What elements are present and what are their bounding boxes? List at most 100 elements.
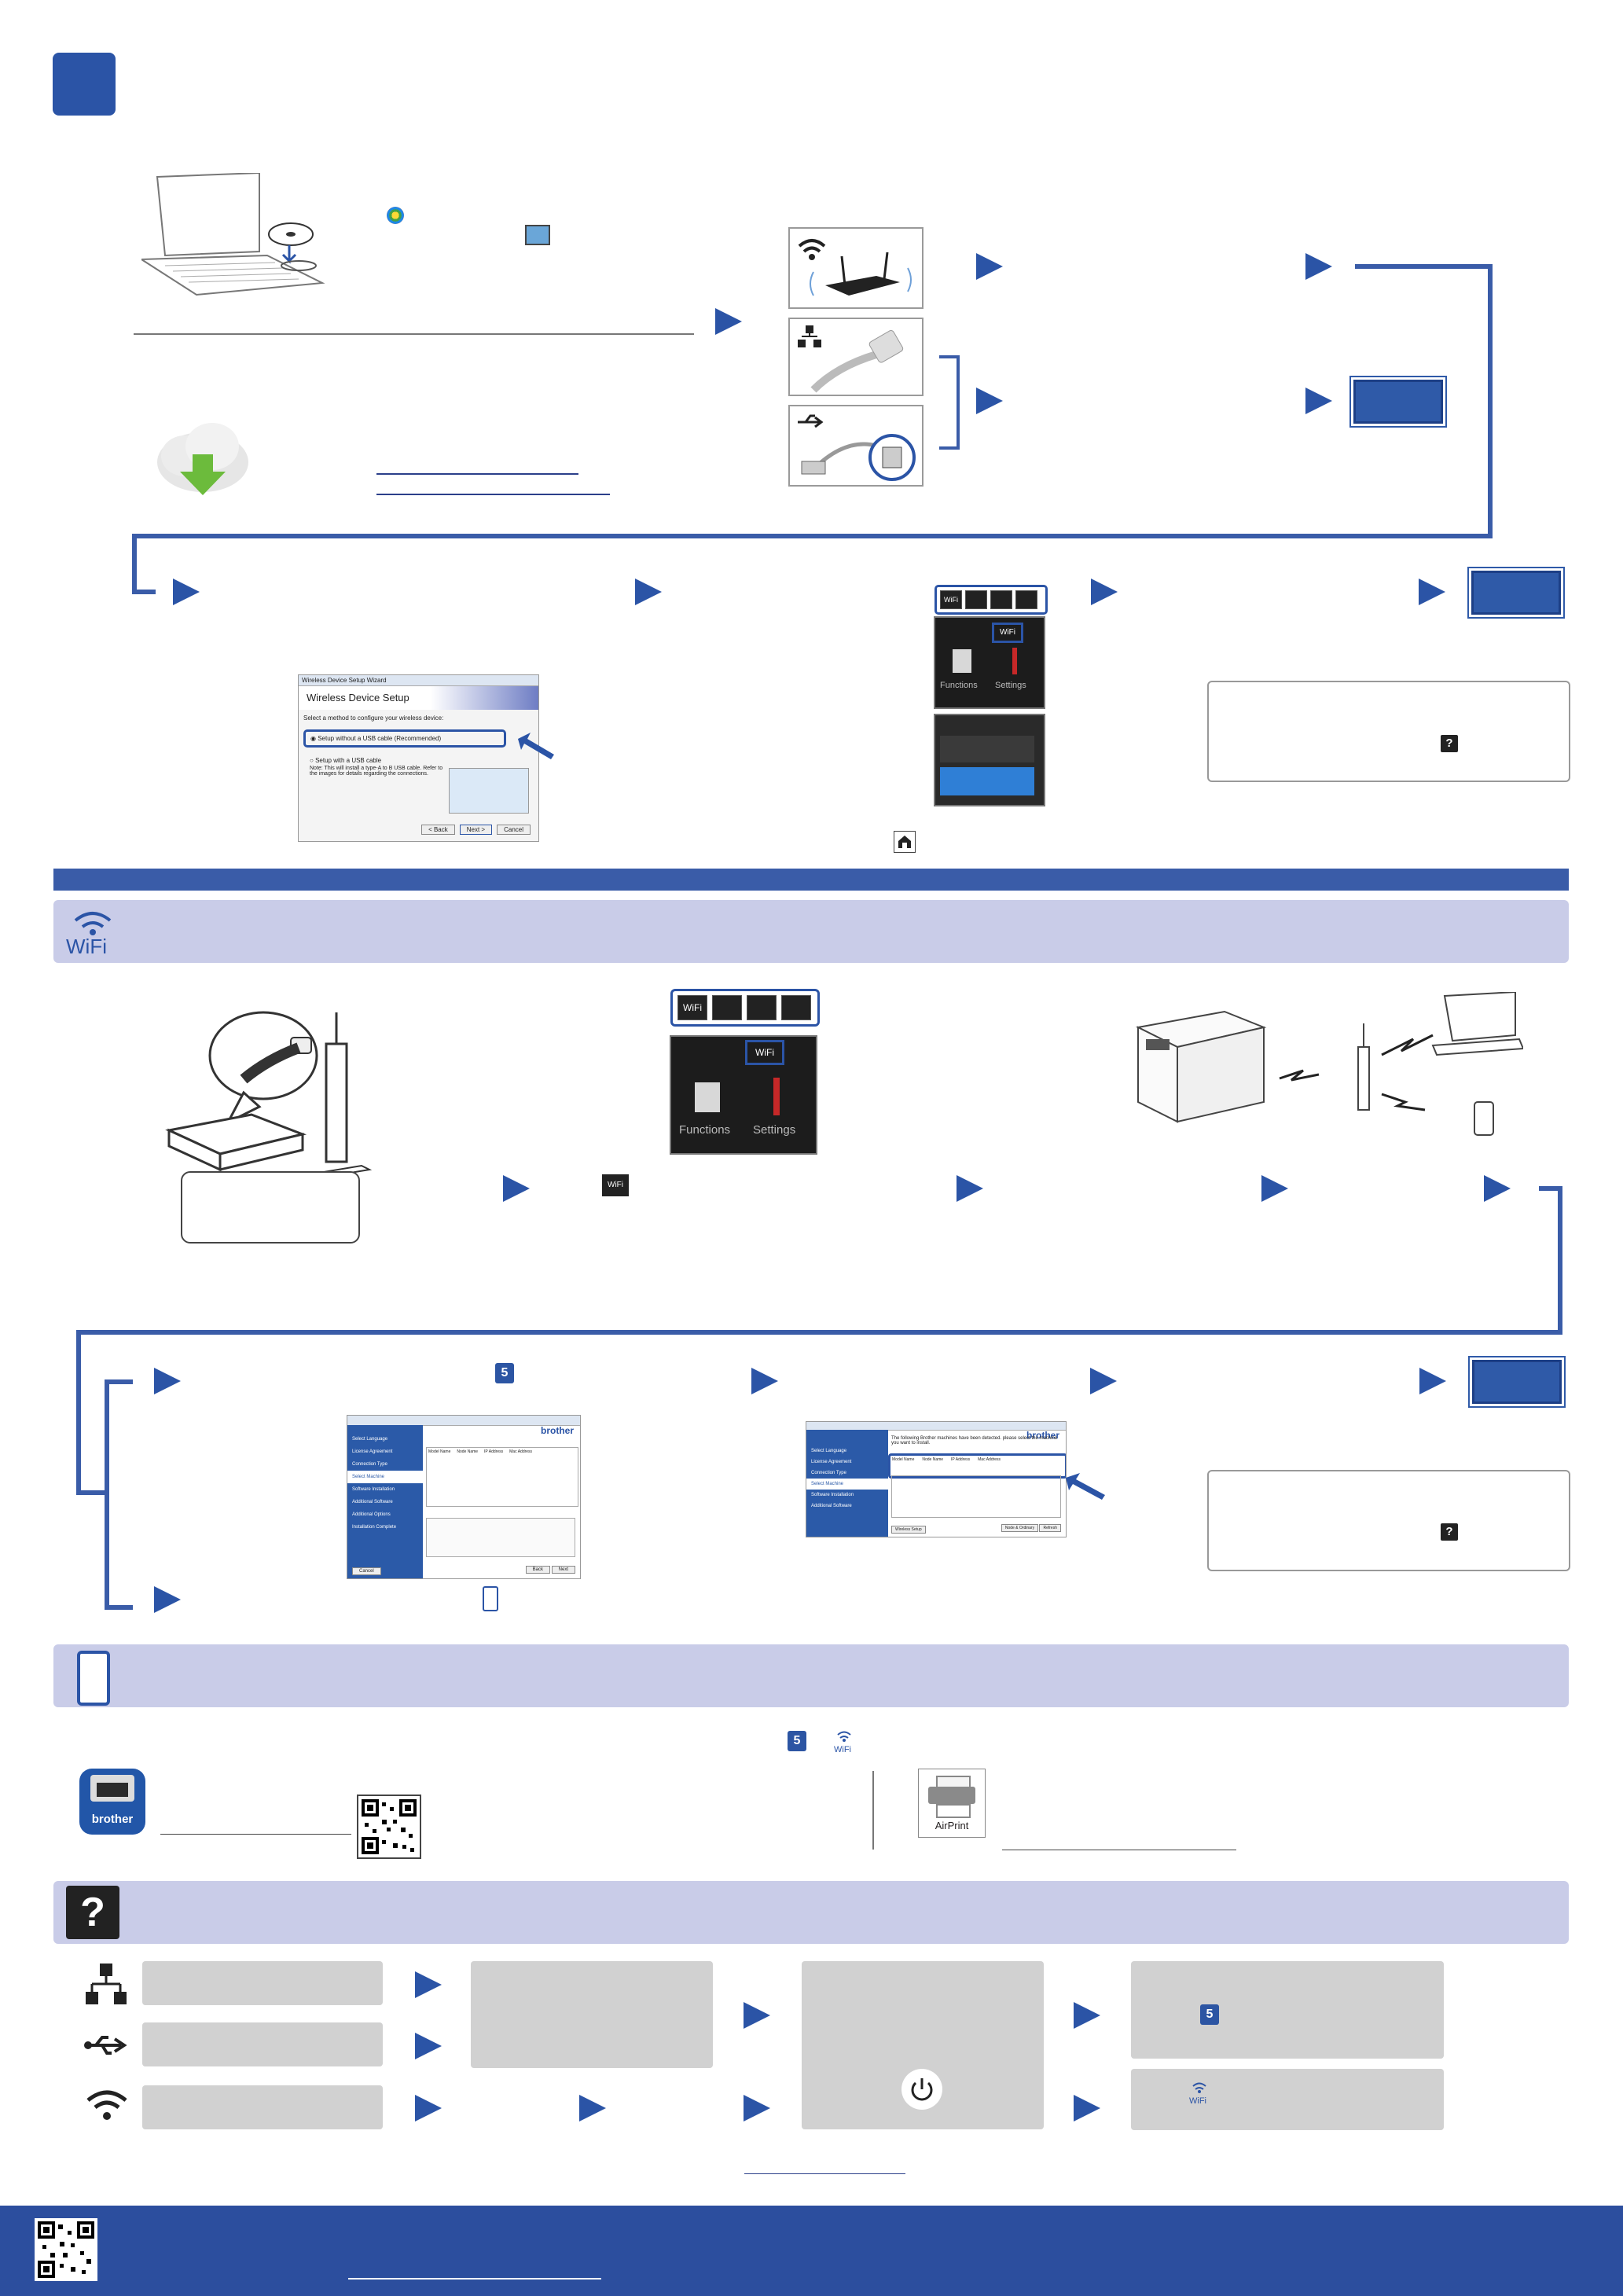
usb-illustration: [449, 768, 529, 814]
tools-icon: [773, 1078, 780, 1115]
arrow: [1091, 579, 1118, 605]
airprint-icon: AirPrint: [918, 1769, 986, 1838]
option-with-usb[interactable]: ○ Setup with a USB cable: [310, 757, 382, 764]
wired-issue-box: [142, 1961, 383, 2005]
arrow: [415, 2095, 442, 2122]
step-badge: [53, 53, 116, 116]
footer-qr-code: [35, 2218, 97, 2281]
wifi-icon-strip: WiFi: [935, 585, 1048, 615]
arrow: [503, 1175, 530, 1202]
download-link[interactable]: [376, 473, 578, 475]
home-icon[interactable]: [894, 831, 916, 853]
help-note-panel: [1207, 681, 1570, 782]
flow-line: [1355, 264, 1492, 269]
printer-touchscreen-small: WiFi Functions Settings: [934, 616, 1045, 709]
flow-line: [132, 534, 1493, 538]
wireless-setup-dialog: Wireless Device Setup Wizard Wireless De…: [298, 674, 539, 842]
step-number-badge: 5: [495, 1363, 514, 1383]
flow-line: [132, 590, 156, 594]
svg-text:WiFi: WiFi: [1189, 2096, 1206, 2106]
wifi-tile-icon: WiFi: [940, 590, 962, 609]
usb-icon: [83, 2031, 129, 2059]
arrow: [1090, 1368, 1117, 1394]
arrow: [751, 1368, 778, 1394]
wifi-button[interactable]: WiFi: [992, 623, 1023, 643]
divider-line: [134, 333, 694, 335]
wifi-signal-icon: [965, 590, 987, 609]
cancel-button[interactable]: Cancel: [352, 1567, 381, 1575]
wifi-small-icon: WiFi: [830, 1728, 858, 1754]
network-icon: [83, 1962, 130, 2006]
question-icon[interactable]: ?: [1441, 735, 1458, 752]
finish-badge: [1472, 1360, 1562, 1404]
footer-link[interactable]: [348, 2278, 601, 2279]
select-machine-dialog: brother Select Language License Agreemen…: [806, 1421, 1067, 1537]
wifi-signal-icon: [712, 995, 742, 1020]
flow-line: [1539, 1186, 1562, 1191]
function-icon: [953, 649, 971, 673]
wifi-signal-icon: [85, 2088, 129, 2122]
arrow: [957, 1175, 983, 1202]
next-button[interactable]: Next >: [459, 825, 493, 835]
router-wps-illustration: [165, 1005, 401, 1248]
arrow: [715, 308, 742, 335]
menu-row-selected[interactable]: [940, 767, 1034, 795]
arrow: [1305, 388, 1332, 414]
arrow: [744, 2002, 770, 2029]
printer-touchscreen-large: WiFi Functions Settings: [670, 1035, 817, 1155]
wifi-tile-icon: WiFi: [677, 995, 707, 1020]
usb-issue-box: [142, 2022, 383, 2066]
option-without-usb[interactable]: ◉ Setup without a USB cable (Recommended…: [303, 729, 506, 748]
tools-icon: [1012, 648, 1017, 674]
pointer-arrow-icon: [516, 731, 556, 762]
wireless-router-panel: [788, 227, 923, 309]
printer-network-illustration: [1130, 992, 1523, 1149]
dialog-heading: Wireless Device Setup: [299, 686, 538, 710]
help-section-header: ?: [53, 1881, 1569, 1944]
arrow: [1419, 1368, 1446, 1394]
download-link-2[interactable]: [376, 494, 610, 495]
finish-badge: [1353, 380, 1443, 424]
arrow: [415, 2033, 442, 2059]
cloud-download-icon: [153, 415, 252, 509]
settings-label: Settings: [995, 681, 1026, 690]
help-note-panel: [1207, 1470, 1570, 1571]
next-button[interactable]: Next: [551, 1566, 575, 1574]
refresh-button[interactable]: Refresh: [1039, 1524, 1061, 1532]
flow-line: [76, 1330, 81, 1495]
option-note: Note: This will install a type-A to B US…: [310, 766, 443, 777]
flow-line: [76, 1490, 108, 1495]
arrow: [744, 2095, 770, 2122]
dialog-titlebar: Wireless Device Setup Wizard: [299, 675, 538, 686]
arrow: [1484, 1175, 1511, 1202]
arrow: [1074, 2095, 1100, 2122]
power-button-icon[interactable]: [901, 2069, 942, 2110]
arrow: [1261, 1175, 1288, 1202]
wifi-button[interactable]: WiFi: [745, 1040, 784, 1065]
wifi-signal-icon: [747, 995, 777, 1020]
support-link[interactable]: [744, 2173, 905, 2174]
back-button[interactable]: Back: [525, 1566, 550, 1574]
wifi-section-header: WiFi: [53, 900, 1569, 963]
back-button[interactable]: < Back: [421, 825, 455, 835]
arrow: [415, 1971, 442, 1998]
cancel-button[interactable]: Cancel: [497, 825, 531, 835]
svg-text:WiFi: WiFi: [66, 935, 107, 957]
node-button[interactable]: Node & Ordinary: [1001, 1524, 1039, 1532]
mobile-phone-icon: [77, 1651, 110, 1706]
app-store-link[interactable]: [160, 1834, 351, 1835]
arrow: [1305, 253, 1332, 280]
wireless-setup-button[interactable]: Wireless Setup: [891, 1526, 926, 1534]
wifi-small-icon: WiFi: [1185, 2079, 1214, 2106]
arrow: [154, 1368, 181, 1394]
question-icon[interactable]: ?: [1441, 1523, 1458, 1541]
menu-row: [940, 736, 1034, 762]
brother-app-icon[interactable]: brother: [79, 1769, 145, 1835]
step-number-badge: 5: [788, 1731, 806, 1751]
wifi-retry-box: [1131, 2069, 1444, 2130]
speech-bubble: [181, 1171, 360, 1244]
arrow: [635, 579, 662, 605]
printer-touchscreen-menu: [934, 714, 1045, 806]
